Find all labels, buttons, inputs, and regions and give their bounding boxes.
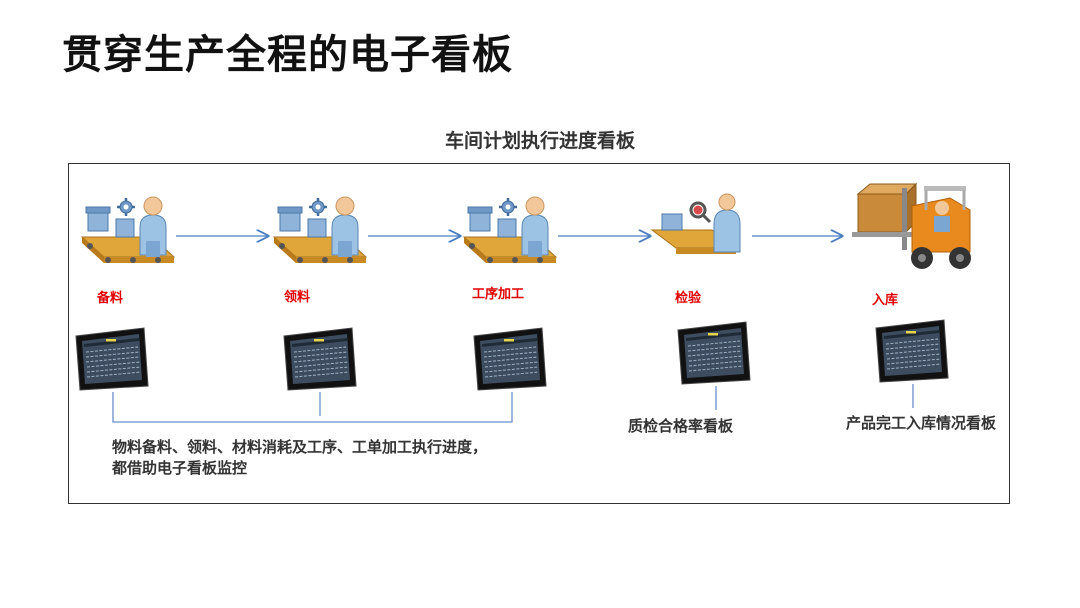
section-subtitle: 车间计划执行进度看板 bbox=[444, 130, 635, 152]
stage-label-prep: 备料 bbox=[97, 291, 124, 306]
dashboard-monitor-icon bbox=[283, 327, 357, 391]
page-title: 贯穿生产全程的电子看板 bbox=[62, 32, 513, 78]
group-bracket bbox=[112, 392, 513, 423]
caption-warehouse-board: 产品完工入库情况看板 bbox=[846, 414, 997, 432]
dashboard-monitor-icon bbox=[677, 321, 751, 385]
stage-label-inspect: 检验 bbox=[675, 291, 702, 306]
caption-quality-board: 质检合格率看板 bbox=[628, 417, 734, 435]
dashboard-monitor-icon bbox=[875, 319, 949, 383]
forklift-crate-icon bbox=[852, 182, 971, 269]
stage-label-warehouse: 入库 bbox=[872, 293, 899, 308]
worker-assembly-line-icon bbox=[462, 195, 558, 265]
stage-label-process: 工序加工 bbox=[472, 287, 525, 302]
inspector-magnifier-icon bbox=[650, 193, 741, 254]
dashboard-monitor-icon bbox=[75, 327, 149, 391]
diagram-frame bbox=[68, 163, 1010, 504]
dashboard-monitor-icon bbox=[473, 327, 547, 391]
stage-label-pick: 领料 bbox=[284, 290, 311, 305]
worker-assembly-line-icon bbox=[272, 195, 368, 265]
caption-material-tracking: 物料备料、领料、材料消耗及工序、工单加工执行进度， 都借助电子看板监控 bbox=[112, 438, 488, 477]
worker-assembly-line-icon bbox=[80, 195, 176, 265]
